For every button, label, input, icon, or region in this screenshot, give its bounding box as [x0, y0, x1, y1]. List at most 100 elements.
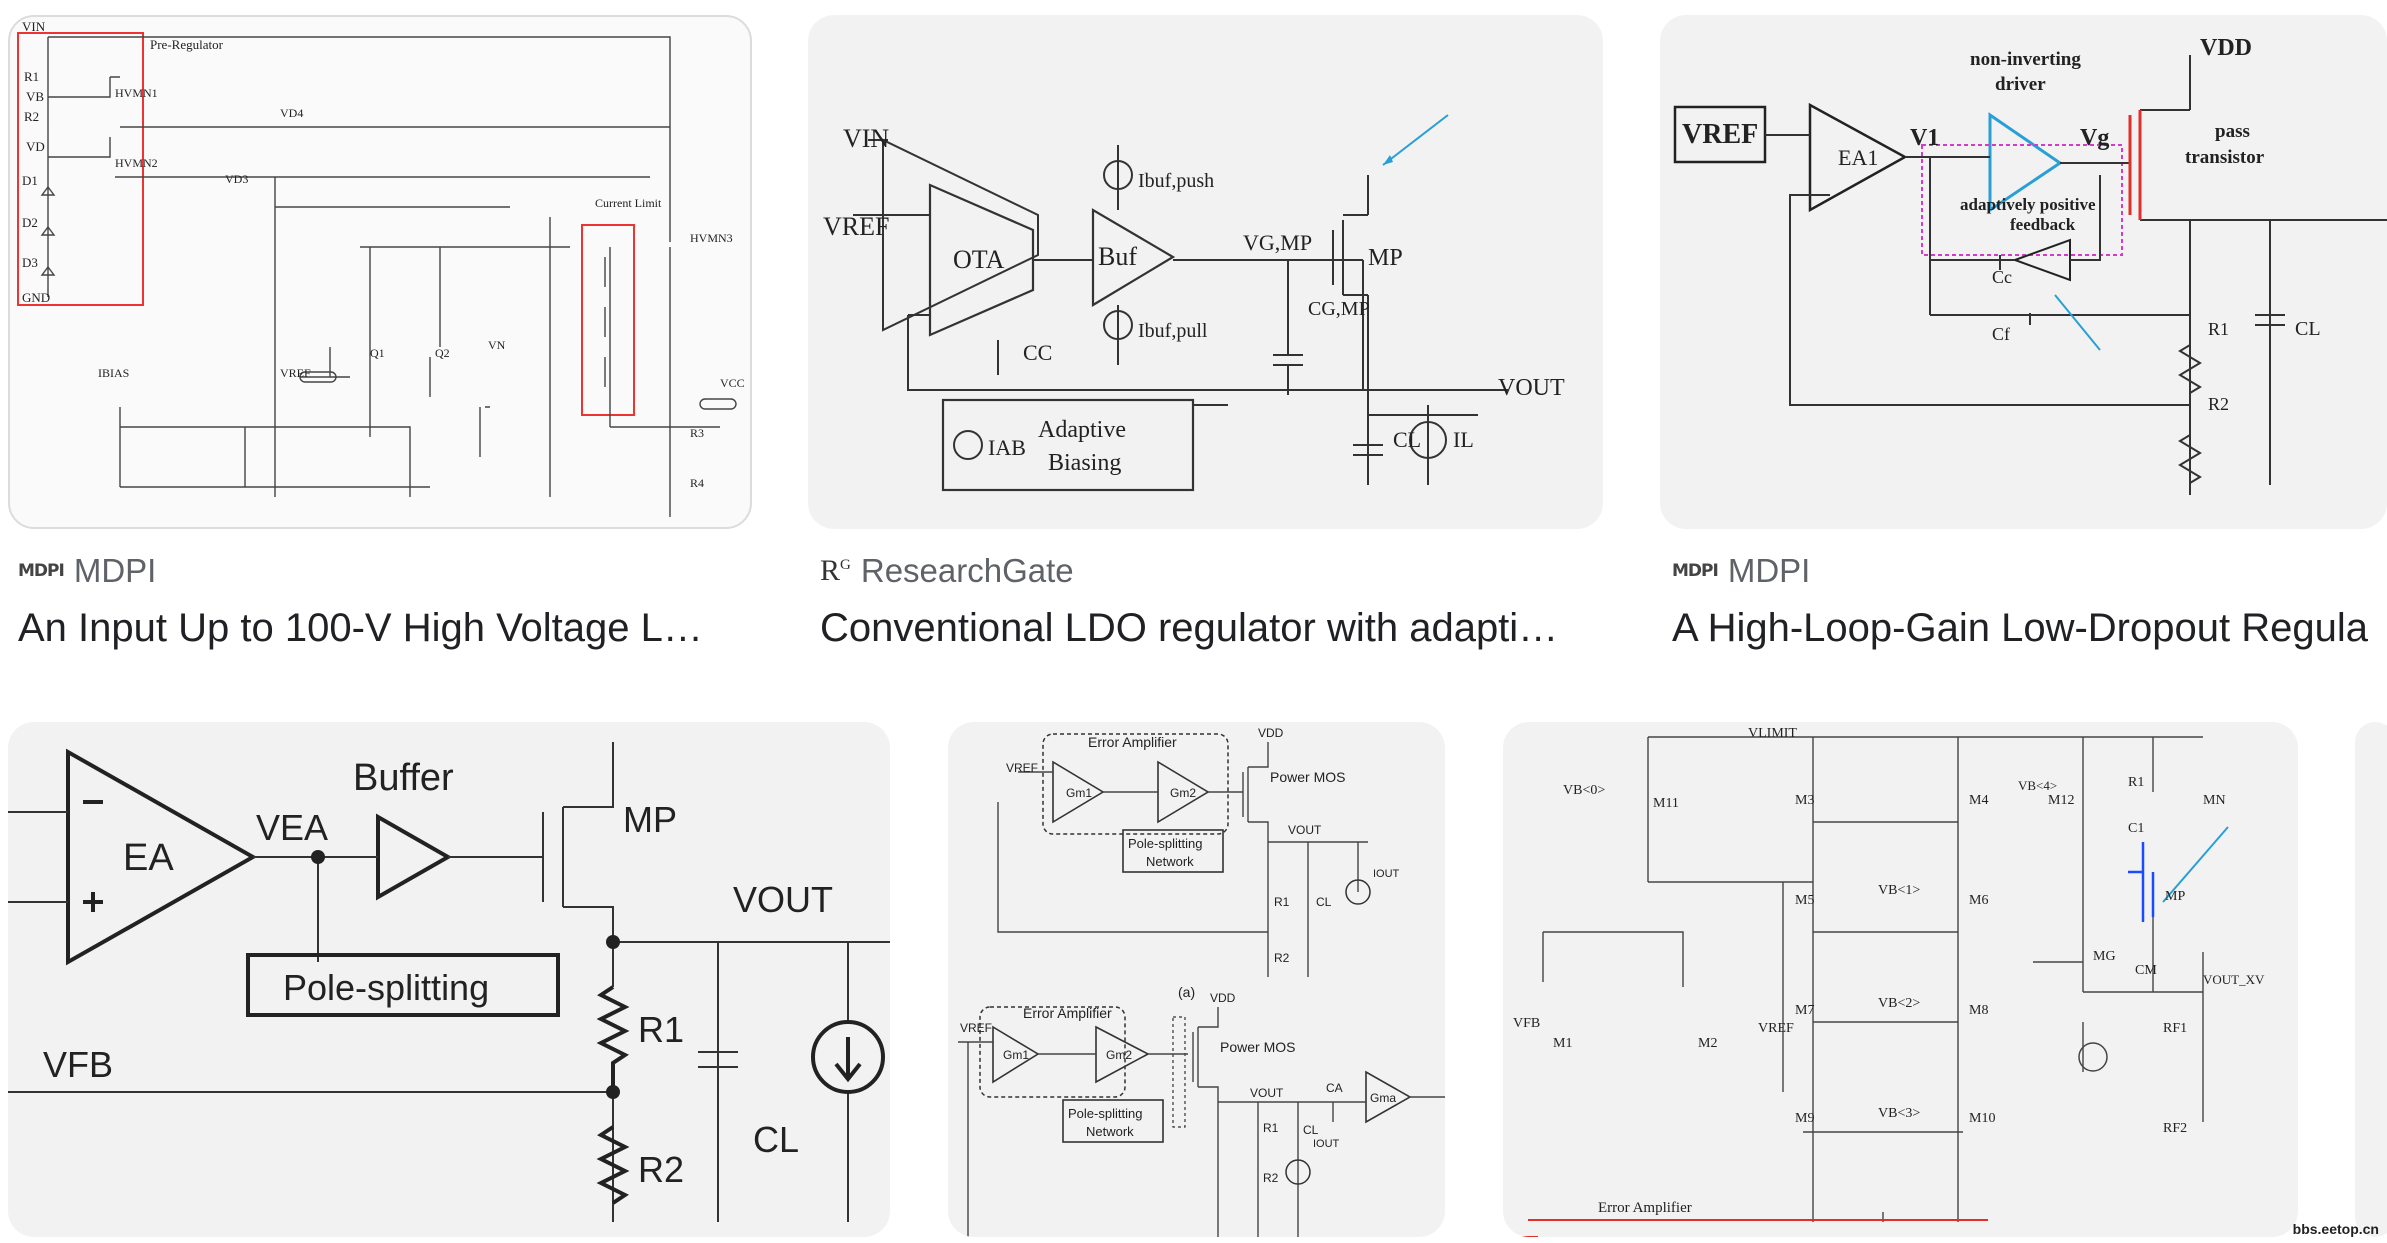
svg-text:Adaptive: Adaptive [1038, 417, 1126, 443]
svg-text:R2: R2 [638, 1149, 684, 1190]
svg-text:Error Amplifier: Error Amplifier [1023, 1005, 1112, 1021]
schematic-conventional-ldo: VIN VREF OTA Buf Ibuf,push Ibuf,pull CC … [823, 114, 1565, 492]
svg-text:CL: CL [2295, 318, 2321, 340]
svg-text:VOUT_XV: VOUT_XV [2203, 972, 2265, 987]
result-image-1[interactable]: VIN Pre-Regulator R1 VB R2 VD D1 D2 D3 G… [8, 15, 752, 529]
svg-text:VLIMIT: VLIMIT [1748, 726, 1797, 741]
svg-text:GND: GND [22, 290, 50, 305]
svg-text:HVMN3: HVMN3 [690, 231, 733, 245]
svg-text:MP: MP [2165, 889, 2185, 904]
svg-text:VD3: VD3 [225, 172, 248, 186]
svg-text:R1: R1 [2128, 775, 2144, 790]
svg-text:Buffer: Buffer [353, 757, 454, 799]
svg-text:VDD: VDD [1210, 991, 1236, 1005]
svg-text:R1: R1 [24, 69, 39, 84]
schematic-error-amplifier-power-mos: Error Amplifier VREF Gm1 Gm2 VDD Power M… [958, 726, 1445, 1237]
svg-text:Network: Network [1086, 1124, 1134, 1139]
svg-text:VREF: VREF [1758, 1021, 1794, 1036]
svg-text:D2: D2 [22, 215, 38, 230]
svg-text:R4: R4 [690, 476, 704, 490]
svg-text:Current Limit: Current Limit [595, 196, 662, 210]
watermark: bbs.eetop.cn [2292, 1221, 2379, 1237]
svg-text:MG: MG [2093, 949, 2116, 964]
svg-text:R1: R1 [638, 1009, 684, 1050]
svg-text:M2: M2 [1698, 1036, 1717, 1051]
svg-text:R1: R1 [2208, 319, 2229, 339]
svg-text:VN: VN [488, 338, 506, 352]
result-image-2[interactable]: VIN VREF OTA Buf Ibuf,push Ibuf,pull CC … [808, 15, 1603, 529]
svg-text:VB<3>: VB<3> [1878, 1106, 1920, 1121]
result-source-3[interactable]: MDPI MDPI [1672, 552, 1810, 590]
svg-text:EA1: EA1 [1838, 145, 1878, 170]
svg-text:VB: VB [26, 89, 44, 104]
result-image-7[interactable] [2355, 722, 2387, 1237]
svg-text:VIN: VIN [843, 124, 889, 153]
svg-text:(a): (a) [1178, 984, 1195, 1000]
svg-text:Gm1: Gm1 [1066, 786, 1092, 800]
result-image-6[interactable]: VLIMIT VB<0> M11 M3 M4 VB<4> M12 R1 C1 M… [1503, 722, 2298, 1237]
result-title-2[interactable]: Conventional LDO regulator with adapti… [820, 606, 1559, 650]
svg-text:transistor: transistor [2185, 147, 2265, 168]
svg-text:V1: V1 [1910, 125, 1939, 151]
svg-text:pass: pass [2215, 121, 2250, 142]
svg-text:non-inverting: non-inverting [1970, 49, 2081, 70]
svg-text:Pole-splitting: Pole-splitting [1128, 836, 1202, 851]
result-image-5[interactable]: Error Amplifier VREF Gm1 Gm2 VDD Power M… [948, 722, 1445, 1237]
svg-text:M9: M9 [1795, 1111, 1814, 1126]
svg-text:IL: IL [1453, 427, 1474, 452]
svg-text:MP: MP [1368, 245, 1403, 271]
svg-text:Power MOS: Power MOS [1220, 1039, 1295, 1055]
svg-text:Gm2: Gm2 [1170, 786, 1196, 800]
svg-text:HVMN1: HVMN1 [115, 86, 158, 100]
svg-text:Gma: Gma [1370, 1091, 1396, 1105]
svg-text:Gm1: Gm1 [1003, 1048, 1029, 1062]
result-image-4[interactable]: EA VEA Buffer MP VOUT Pole-splitting VFB… [8, 722, 890, 1237]
svg-text:VB<0>: VB<0> [1563, 783, 1605, 798]
schematic-error-amplifier-transistors: VLIMIT VB<0> M11 M3 M4 VB<4> M12 R1 C1 M… [1513, 726, 2265, 1237]
svg-text:M6: M6 [1969, 893, 1988, 908]
svg-text:Network: Network [1146, 854, 1194, 869]
svg-text:M11: M11 [1653, 796, 1679, 811]
svg-text:VREF: VREF [823, 212, 889, 241]
schematic-pole-splitting-ldo: EA VEA Buffer MP VOUT Pole-splitting VFB… [8, 742, 890, 1222]
result-source-1[interactable]: MDPI MDPI [18, 552, 156, 590]
svg-text:R1: R1 [1274, 895, 1290, 909]
svg-text:RF1: RF1 [2163, 1021, 2187, 1036]
svg-text:VG,MP: VG,MP [1243, 230, 1312, 255]
svg-text:VD: VD [26, 139, 45, 154]
svg-text:M12: M12 [2048, 793, 2074, 808]
svg-text:HVMN2: HVMN2 [115, 156, 158, 170]
svg-text:M8: M8 [1969, 1003, 1988, 1018]
svg-text:VDD: VDD [1258, 726, 1284, 740]
svg-text:adaptively positive: adaptively positive [1960, 195, 2096, 214]
svg-text:VOUT: VOUT [1288, 823, 1322, 837]
svg-text:Error Amplifier: Error Amplifier [1598, 1200, 1692, 1216]
svg-text:Cc: Cc [1992, 267, 2012, 287]
result-image-3[interactable]: VREF EA1 V1 non-inverting driver Vg VDD … [1660, 15, 2387, 529]
svg-text:VB<2>: VB<2> [1878, 996, 1920, 1011]
svg-text:M4: M4 [1969, 793, 1988, 808]
svg-text:M3: M3 [1795, 793, 1814, 808]
svg-text:MP: MP [623, 799, 677, 840]
svg-text:Buf: Buf [1098, 242, 1137, 271]
svg-text:M1: M1 [1553, 1036, 1572, 1051]
svg-text:Q2: Q2 [435, 346, 450, 360]
source-name: MDPI [1727, 552, 1811, 589]
svg-text:VREF: VREF [280, 366, 311, 380]
result-title-1[interactable]: An Input Up to 100-V High Voltage L… [18, 606, 703, 650]
svg-text:Pole-splitting: Pole-splitting [1068, 1106, 1142, 1121]
result-source-2[interactable]: RG ResearchGate [820, 552, 1074, 590]
svg-text:CM: CM [2135, 963, 2157, 978]
svg-text:R3: R3 [690, 426, 704, 440]
svg-text:Pole-splitting: Pole-splitting [283, 967, 489, 1008]
svg-text:driver: driver [1995, 74, 2046, 95]
svg-text:D1: D1 [22, 173, 38, 188]
svg-text:VFB: VFB [1513, 1016, 1540, 1031]
source-name: MDPI [73, 552, 157, 589]
result-title-3[interactable]: A High-Loop-Gain Low-Dropout Regula [1672, 606, 2368, 650]
svg-text:R2: R2 [1263, 1171, 1279, 1185]
svg-text:R1: R1 [1263, 1121, 1279, 1135]
svg-text:IAB: IAB [988, 435, 1026, 460]
svg-text:CL: CL [1393, 427, 1421, 452]
svg-text:EA: EA [123, 837, 174, 879]
